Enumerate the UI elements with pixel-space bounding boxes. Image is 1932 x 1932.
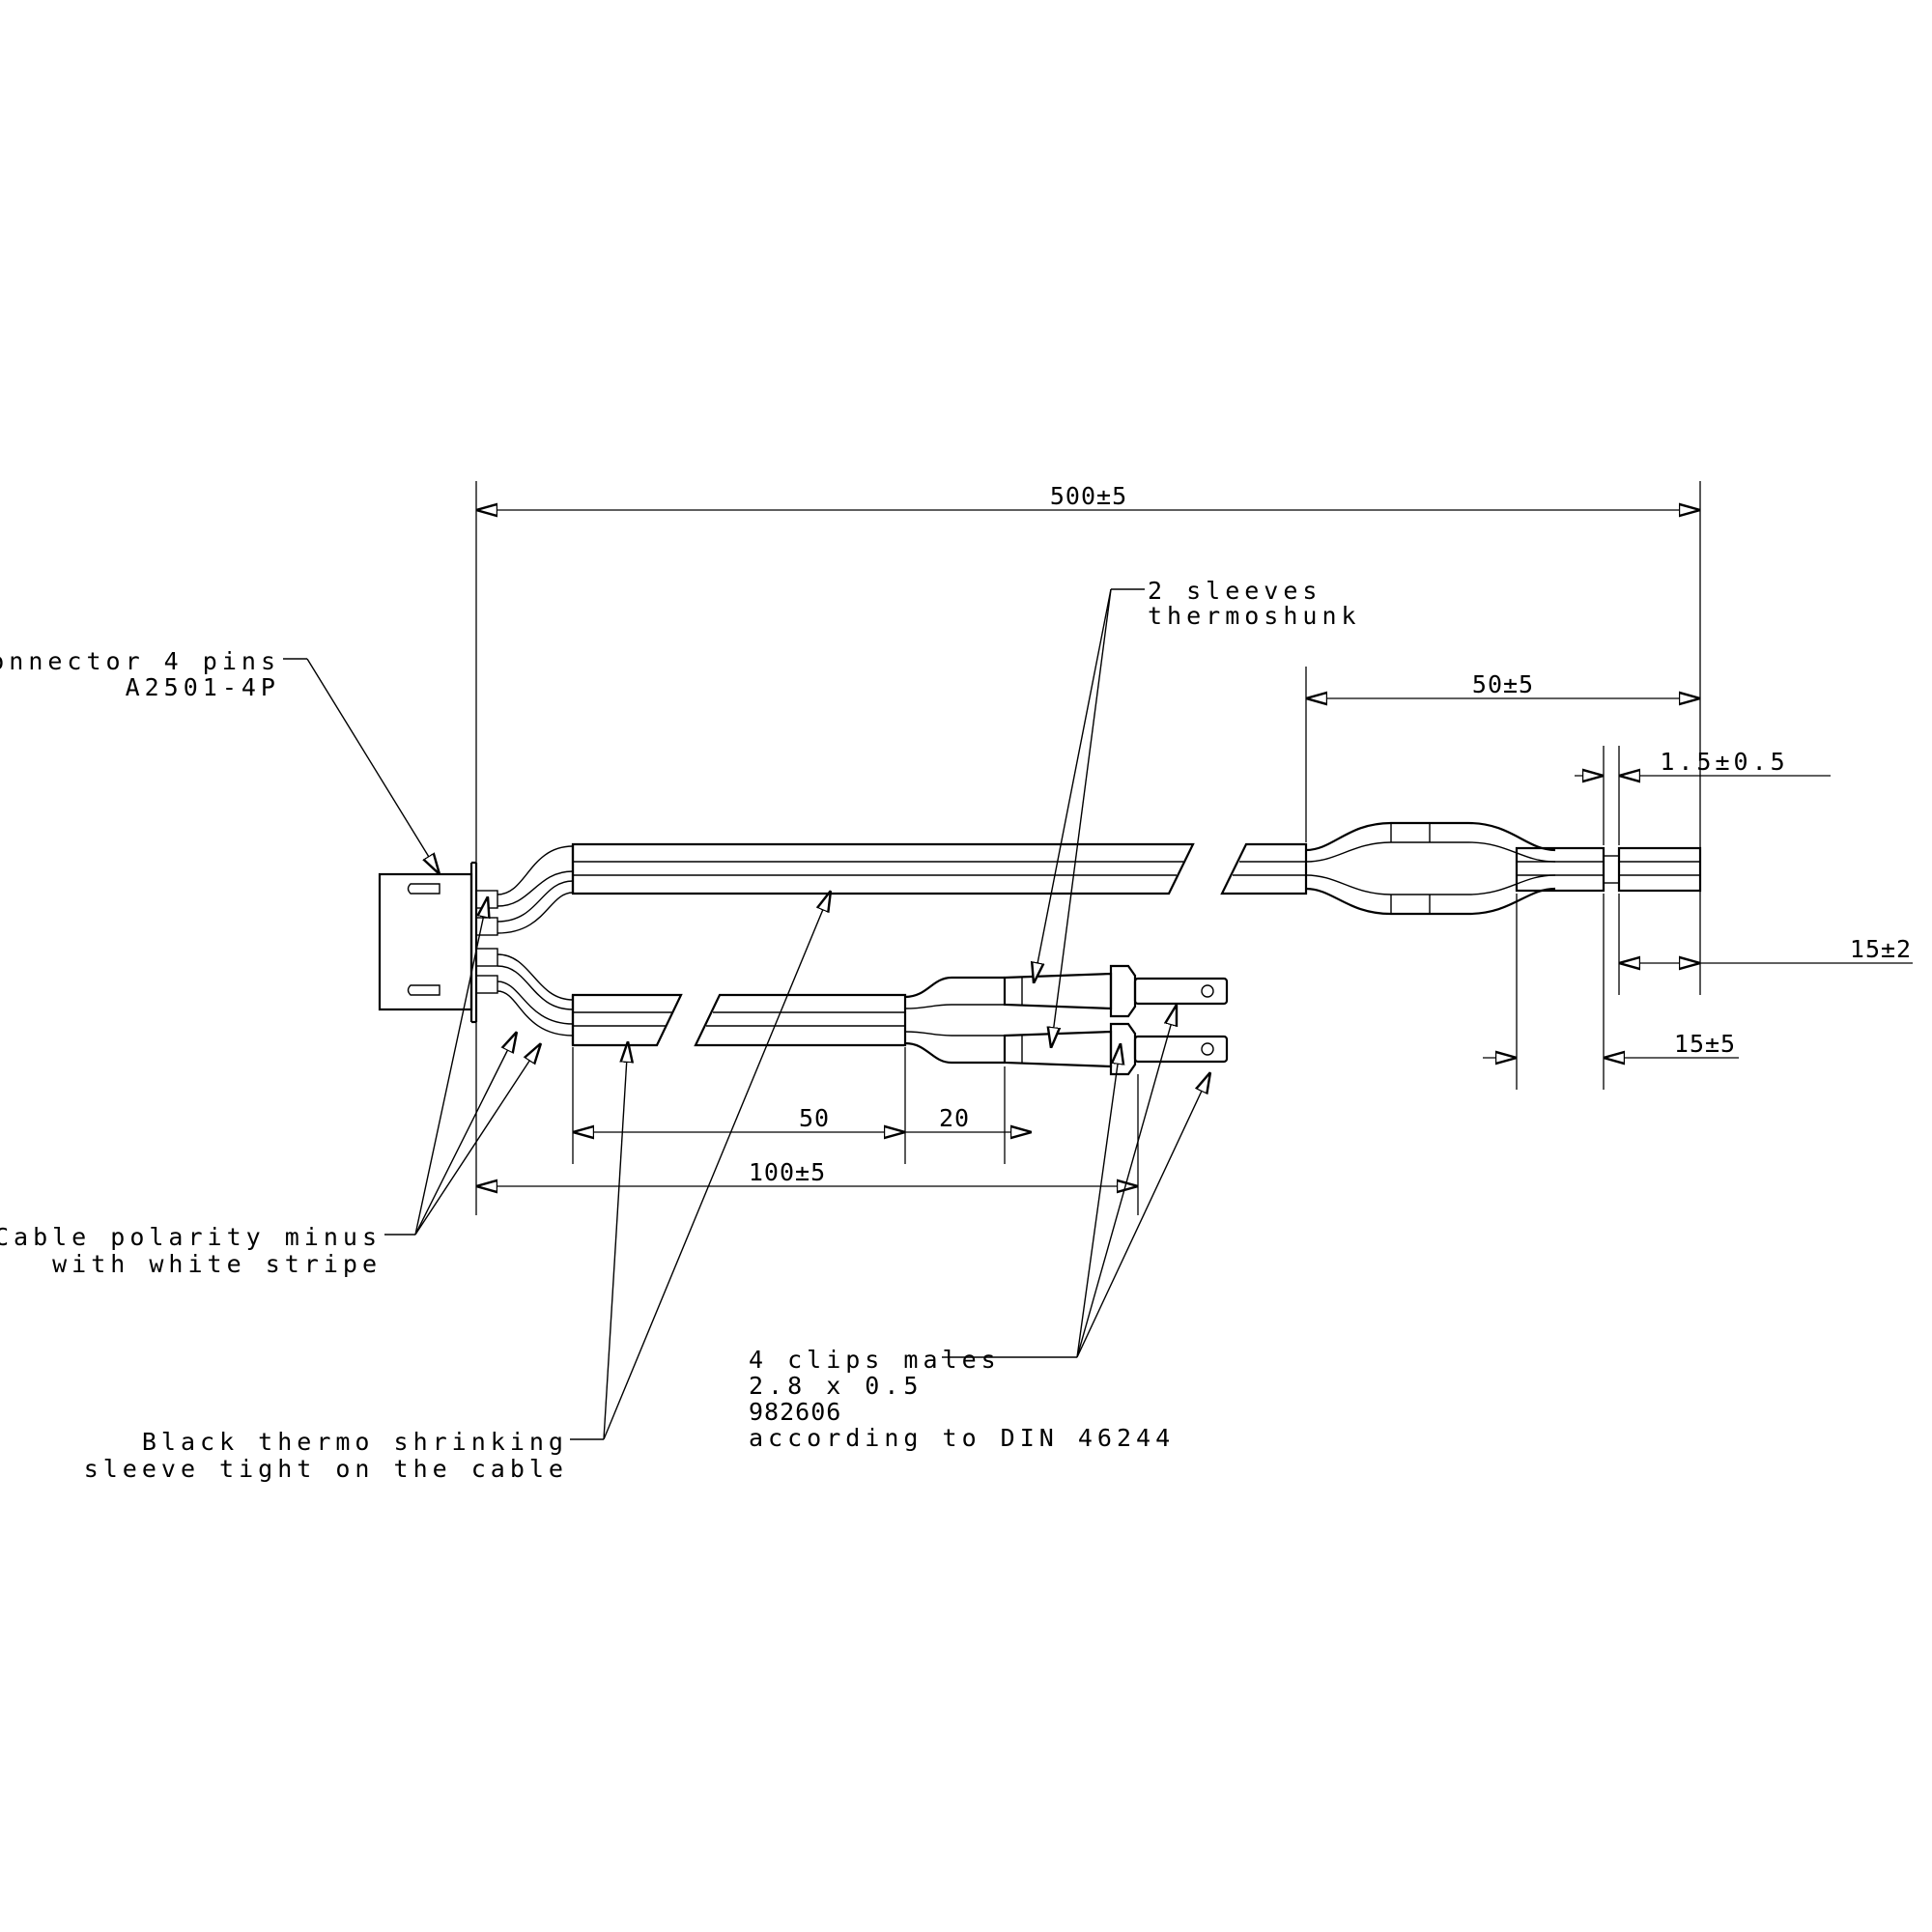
label-clips: 4 clips males 2.8 x 0.5 982606 according… [749, 1346, 1175, 1452]
label-clips-line2: 2.8 x 0.5 [749, 1372, 923, 1400]
dimension-split-end: 50±5 [1305, 667, 1700, 842]
dimension-branch-sleeve-label: 20 [939, 1104, 970, 1132]
label-connector: connector 4 pins A2501-4P [0, 647, 280, 701]
branch-cable [497, 953, 1229, 1076]
split-end [1305, 821, 1702, 916]
dimension-sleeve: 15±5 [1483, 894, 1739, 1090]
label-clips-line1: 4 clips males [749, 1346, 1001, 1374]
label-sleeves: 2 sleeves thermoshunk [1148, 577, 1361, 630]
dimension-branch-length: 100±5 [476, 1074, 1139, 1215]
label-sleeves-line2: thermoshunk [1148, 602, 1361, 630]
label-polarity-line2: with white stripe [52, 1250, 382, 1278]
dimension-sleeve-label: 15±5 [1674, 1030, 1736, 1058]
dimension-strip-label: 1.5±0.5 [1660, 748, 1788, 776]
label-shrink-line2: sleeve tight on the cable [84, 1455, 568, 1483]
dimension-overall: 500±5 [475, 481, 1701, 1215]
label-connector-line2: A2501-4P [126, 673, 280, 701]
label-sleeves-line1: 2 sleeves [1148, 577, 1321, 605]
label-polarity-line1: Cable polarity minus [0, 1223, 382, 1251]
dimension-branch-jacket: 50 20 [572, 1047, 1032, 1164]
connector-body [378, 861, 498, 1024]
leader-connector [283, 658, 440, 874]
dimension-branch-length-label: 100±5 [749, 1158, 826, 1186]
main-cable [497, 842, 1308, 934]
leader-sleeves [1034, 588, 1145, 1048]
dimension-terminal: 15±2 [1618, 894, 1913, 995]
label-polarity: Cable polarity minus with white stripe [0, 1223, 382, 1278]
dimension-branch-jacket-label: 50 [799, 1104, 830, 1132]
label-clips-line3: 982606 [749, 1398, 841, 1426]
dimension-strip: 1.5±0.5 [1575, 746, 1831, 845]
label-clips-line4: according to DIN 46244 [749, 1424, 1175, 1452]
label-shrink-line1: Black thermo shrinking [142, 1428, 568, 1456]
dimension-overall-label: 500±5 [1050, 482, 1127, 510]
label-connector-line1: connector 4 pins [0, 647, 280, 675]
leader-polarity [384, 896, 541, 1236]
label-shrink: Black thermo shrinking sleeve tight on t… [84, 1428, 568, 1483]
leader-clips [942, 1005, 1210, 1358]
leader-shrink [570, 891, 831, 1440]
dimension-terminal-label: 15±2 [1850, 935, 1912, 963]
dimension-split-end-label: 50±5 [1472, 670, 1534, 698]
